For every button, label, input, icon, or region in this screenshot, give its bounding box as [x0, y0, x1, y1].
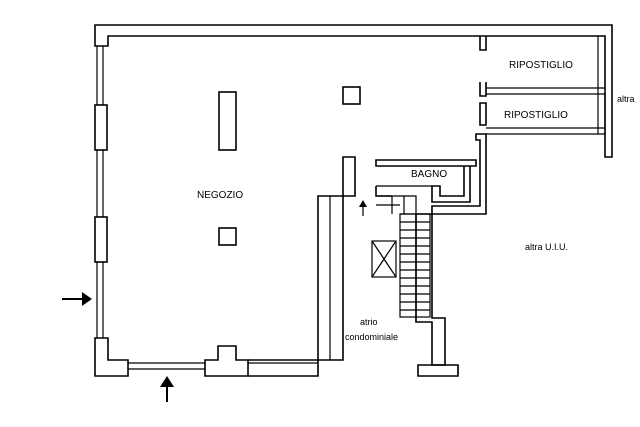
entrance-arrow-bottom — [160, 376, 174, 402]
room-label-negozio: NEGOZIO — [197, 190, 243, 201]
staircase — [359, 195, 431, 318]
room-label-atrio: atrio — [360, 317, 378, 327]
room-label-altra-cut: altra — [617, 94, 635, 104]
room-label-ripostiglio-2: RIPOSTIGLIO — [504, 110, 568, 121]
room-label-altra-uiu: altra U.I.U. — [525, 242, 568, 252]
interior-walls — [218, 36, 606, 366]
room-label-ripostiglio-1: RIPOSTIGLIO — [509, 60, 573, 71]
entrance-arrow-left — [62, 292, 92, 306]
elevator-shaft — [371, 240, 397, 278]
room-label-bagno: BAGNO — [411, 169, 447, 180]
outer-walls — [94, 24, 613, 377]
room-label-condominiale: condominiale — [345, 332, 398, 342]
